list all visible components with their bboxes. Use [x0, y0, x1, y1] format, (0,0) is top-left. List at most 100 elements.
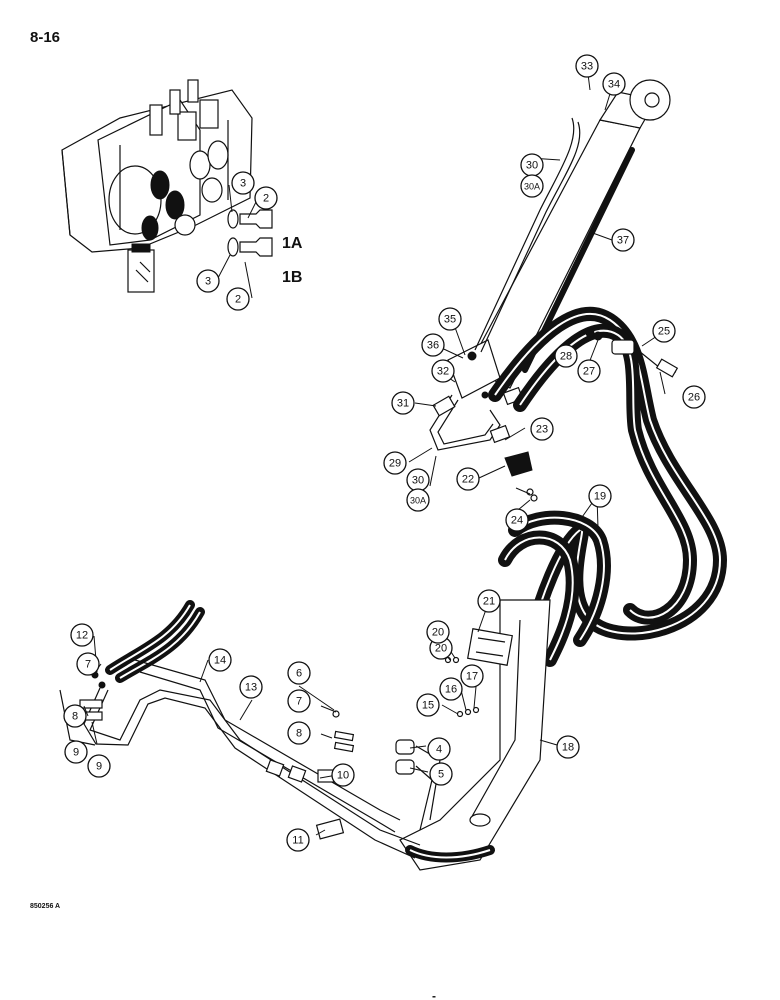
- callout-35: 35: [438, 307, 462, 331]
- callout-number: 30A: [524, 182, 540, 192]
- callout-circle: [231, 171, 255, 195]
- callout-3: 3: [196, 269, 220, 293]
- tubes-12-13-illustration: [59, 659, 421, 859]
- callout-36: 36: [421, 333, 445, 357]
- callout-30: 30: [406, 468, 430, 492]
- callout-2: 2: [254, 186, 278, 210]
- callout-number: 17: [466, 671, 478, 683]
- callout-circle: [588, 484, 612, 508]
- callout-10: 10: [331, 763, 355, 787]
- callout-circle: [286, 828, 310, 852]
- callout-circle: [477, 589, 501, 613]
- tube-29-inner: [437, 399, 494, 445]
- callout-30: 30: [520, 153, 544, 177]
- callout-circle: [431, 359, 455, 383]
- callout-6: 6: [287, 661, 311, 685]
- callout-circle: [577, 359, 601, 383]
- elbow-fittings-illustration: [432, 386, 538, 502]
- callout-circle: [556, 735, 580, 759]
- callout-19: 19: [588, 484, 612, 508]
- callout-24: 24: [505, 508, 529, 532]
- callout-number: 12: [76, 630, 88, 642]
- callout-number: 2: [263, 193, 269, 205]
- callout-number: 8: [72, 711, 78, 723]
- callout-circle: [391, 391, 415, 415]
- callout-number: 3: [240, 178, 246, 190]
- callout-number: 8: [296, 728, 302, 740]
- callout-5: 5: [429, 762, 453, 786]
- callout-circle: [421, 333, 445, 357]
- callout-13: 13: [239, 675, 263, 699]
- callout-number: 29: [389, 458, 401, 470]
- callout-circle: [602, 72, 626, 96]
- tube-30-upper-edge: [480, 121, 581, 353]
- callout-28: 28: [554, 344, 578, 368]
- callout-11: 11: [286, 828, 310, 852]
- callout-circle: [652, 319, 676, 343]
- callout-23: 23: [530, 417, 554, 441]
- callout-15: 15: [416, 693, 440, 717]
- callout-number: 27: [583, 366, 595, 378]
- callout-22: 22: [456, 467, 480, 491]
- callout-number: 3: [205, 276, 211, 288]
- callout-number: 37: [617, 235, 629, 247]
- callout-circle: [383, 451, 407, 475]
- callout-25: 25: [652, 319, 676, 343]
- control-valve-illustration: [61, 79, 253, 293]
- callout-number: 22: [462, 474, 474, 486]
- callout-2: 2: [226, 287, 250, 311]
- bottom-mark: -: [432, 989, 436, 1000]
- callout-7: 7: [287, 689, 311, 713]
- callout-circle: [63, 704, 87, 728]
- tee-fitting-illustration: [585, 328, 679, 378]
- callout-37: 37: [611, 228, 635, 252]
- callout-30a: 30A: [406, 488, 430, 512]
- callout-number: 20: [432, 627, 444, 639]
- callout-8: 8: [287, 721, 311, 745]
- callout-number: 30A: [410, 496, 426, 506]
- callout-number: 6: [296, 668, 302, 680]
- callout-number: 21: [483, 596, 495, 608]
- callout-circle: [505, 508, 529, 532]
- callout-7: 7: [76, 652, 100, 676]
- callout-circle: [416, 693, 440, 717]
- callout-number: 14: [214, 655, 226, 667]
- fitting-1a-illustration: [227, 209, 273, 229]
- callout-33: 33: [575, 54, 599, 78]
- callout-circle: [239, 675, 263, 699]
- callout-number: 30: [412, 475, 424, 487]
- tube-29: [429, 394, 501, 451]
- callout-4: 4: [427, 737, 451, 761]
- callout-3: 3: [231, 171, 255, 195]
- callout-31: 31: [391, 391, 415, 415]
- callout-number: 19: [594, 491, 606, 503]
- callout-number: 34: [608, 79, 620, 91]
- callout-21: 21: [477, 589, 501, 613]
- callout-circle: [438, 307, 462, 331]
- callout-27: 27: [577, 359, 601, 383]
- page-number: 8-16: [30, 29, 60, 46]
- callout-number: 9: [96, 761, 102, 773]
- callout-number: 25: [658, 326, 670, 338]
- callout-number: 7: [296, 696, 302, 708]
- callout-circle: [460, 664, 484, 688]
- callout-circle: [520, 174, 544, 198]
- tube-30-upper: [474, 117, 575, 351]
- callout-number: 24: [511, 515, 523, 527]
- callout-number: 2: [235, 294, 241, 306]
- fitting-1b-illustration: [227, 237, 273, 257]
- callout-number: 11: [292, 835, 303, 847]
- callout-number: 16: [445, 684, 457, 696]
- callout-number: 23: [536, 424, 548, 436]
- callout-circle: [611, 228, 635, 252]
- reference-code: 850256 A: [30, 903, 60, 910]
- callout-14: 14: [208, 648, 232, 672]
- callout-number: 26: [688, 392, 700, 404]
- callout-number: 15: [422, 700, 434, 712]
- callout-circle: [76, 652, 100, 676]
- callout-circle: [87, 754, 111, 778]
- callout-circle: [287, 661, 311, 685]
- callout-number: 9: [73, 747, 79, 759]
- callout-number: 18: [562, 742, 574, 754]
- callout-number: 5: [438, 769, 444, 781]
